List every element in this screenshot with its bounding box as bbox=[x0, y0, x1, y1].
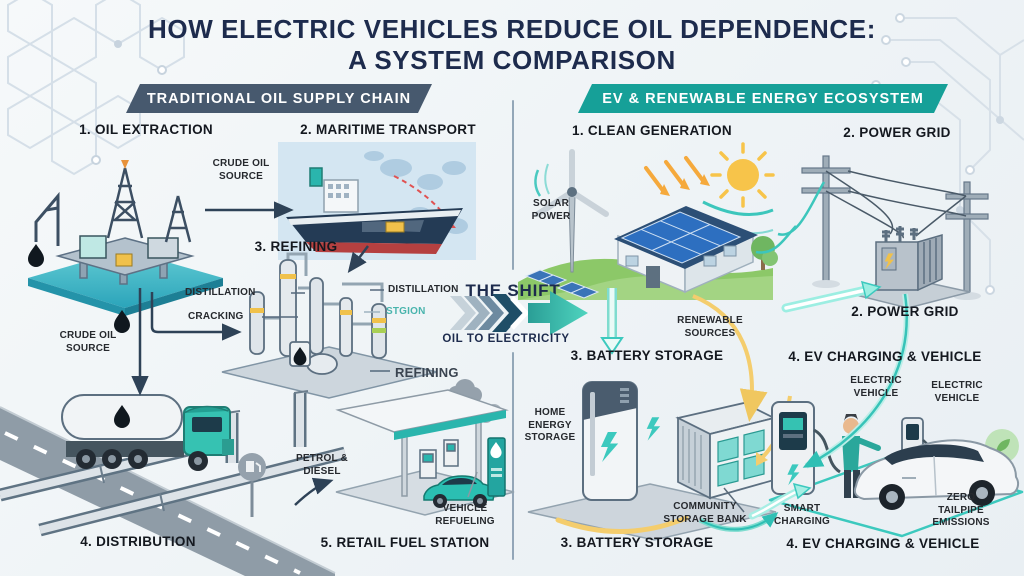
label-cracking: CRACKING bbox=[188, 311, 244, 322]
label-stgion: STGION bbox=[386, 306, 426, 317]
refinery-illustration bbox=[221, 252, 438, 399]
label-community-storage-bank: COMMUNITY STORAGE BANK bbox=[663, 501, 747, 525]
ground-solar-icon bbox=[526, 270, 566, 286]
shift-subtitle: OIL TO ELECTRICITY bbox=[442, 333, 570, 345]
label-home-energy-storage: HOME ENERGY STORAGE bbox=[524, 407, 576, 443]
wind-turbine-icon bbox=[534, 149, 609, 273]
label-refining: REFINING bbox=[395, 365, 459, 380]
sunlight-arrows-icon bbox=[644, 156, 706, 194]
ev-ecosystem-header-badge: EV & RENEWABLE ENERGY ECOSYSTEM bbox=[578, 84, 948, 113]
step-power-grid: 2. POWER GRID bbox=[843, 125, 951, 140]
shift-title: THE SHIFT bbox=[465, 281, 561, 300]
home-battery-icon bbox=[582, 381, 638, 501]
label-crude-oil-source-ship: CRUDE OIL SOURCE bbox=[212, 158, 270, 182]
station-sign bbox=[487, 437, 506, 497]
step-retail-fuel-station: 5. RETAIL FUEL STATION bbox=[320, 535, 490, 550]
label-electric-vehicle-right: ELECTRIC VEHICLE bbox=[931, 380, 983, 404]
oil-chain-header-badge: TRADITIONAL OIL SUPPLY CHAIN bbox=[126, 84, 432, 113]
panel-divider-top bbox=[512, 100, 514, 270]
step-ev-charging: 4. EV CHARGING & VEHICLE bbox=[788, 349, 982, 364]
transformer-icon bbox=[843, 226, 971, 309]
caption-battery-storage-bottom: 3. BATTERY STORAGE bbox=[560, 535, 714, 550]
oil-chain-header-label: TRADITIONAL OIL SUPPLY CHAIN bbox=[146, 90, 412, 107]
label-petrol-diesel: PETROL & DIESEL bbox=[296, 453, 348, 477]
hexagon-pattern-decoration bbox=[7, 0, 185, 175]
caption-power-grid-bottom: 2. POWER GRID bbox=[851, 304, 959, 319]
step-oil-extraction: 1. OIL EXTRACTION bbox=[79, 122, 213, 137]
page-title: HOW ELECTRIC VEHICLES REDUCE OIL DEPENDE… bbox=[148, 14, 876, 76]
step-maritime-transport: 2. MARITIME TRANSPORT bbox=[300, 122, 476, 137]
step-battery-storage: 3. BATTERY STORAGE bbox=[570, 348, 724, 363]
cargo-ship-illustration bbox=[278, 142, 476, 260]
clean-generation-illustration bbox=[518, 142, 775, 300]
label-crude-oil-source-pipeline: CRUDE OIL SOURCE bbox=[59, 330, 117, 354]
label-electric-vehicle-left: ELECTRIC VEHICLE bbox=[850, 375, 902, 399]
caption-ev-charging-bottom: 4. EV CHARGING & VEHICLE bbox=[786, 536, 980, 551]
label-solar-power: SOLAR POWER bbox=[531, 198, 571, 222]
label-vehicle-refueling: VEHICLE REFUELING bbox=[435, 503, 495, 527]
label-renewable-sources: RENEWABLE SOURCES bbox=[677, 315, 743, 339]
label-smart-charging: SMART CHARGING bbox=[773, 503, 831, 527]
ev-charger-icon bbox=[771, 401, 841, 495]
step-distribution: 4. DISTRIBUTION bbox=[80, 534, 196, 549]
tree-icon bbox=[751, 236, 778, 270]
power-grid-illustration bbox=[777, 155, 989, 313]
panel-divider-bottom bbox=[512, 352, 514, 560]
label-zero-tailpipe-emissions: ZERO TAILPIPE EMISSIONS bbox=[932, 492, 990, 528]
solar-house-icon bbox=[614, 206, 758, 294]
sun-icon bbox=[710, 142, 775, 208]
ev-ecosystem-header-label: EV & RENEWABLE ENERGY ECOSYSTEM bbox=[602, 90, 924, 107]
tanker-truck bbox=[61, 394, 234, 471]
label-distillation-left: DISTILLATION bbox=[185, 287, 256, 298]
step-clean-generation: 1. CLEAN GENERATION bbox=[572, 123, 732, 138]
label-distillation-right: DISTILLATION bbox=[388, 284, 459, 295]
step-refining: 3. REFINING bbox=[254, 239, 338, 254]
shift-arrow-icon bbox=[450, 291, 588, 335]
fuel-sign-icon bbox=[238, 453, 266, 517]
distribution-truck-illustration bbox=[0, 390, 347, 576]
